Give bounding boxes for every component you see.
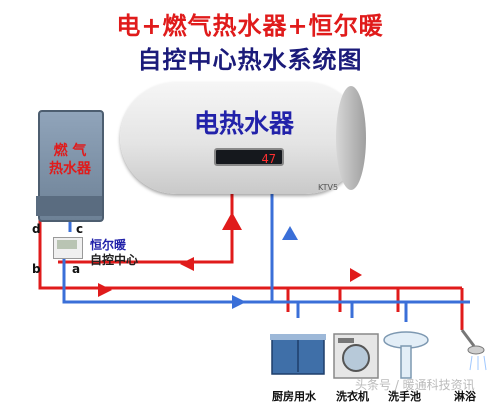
diagram-title-line2: 自控中心热水系统图: [137, 46, 363, 74]
fixture-label-shower: 淋浴: [454, 390, 476, 403]
watermark: 头条号 / 暖通科技资讯: [355, 378, 475, 392]
gas-heater-label-line2: 热水器: [49, 161, 91, 177]
port-b-label: b: [32, 262, 41, 276]
port-c-label: c: [76, 222, 84, 236]
gas-heater-connector-panel: [36, 196, 102, 216]
port-a-label: a: [72, 262, 81, 276]
control-center-screen: [57, 240, 77, 249]
flow-arrow-right: [98, 283, 112, 297]
diagram-title-line1: 电+燃气热水器+恒尔暖: [116, 12, 384, 40]
flow-arrow-up: [222, 212, 242, 230]
gas-heater-label-line1: 燃 气: [53, 143, 87, 159]
kitchen-cabinet-icon: [270, 334, 326, 375]
electric-heater-label: 电热水器: [194, 109, 295, 138]
control-center-label-line1: 恒尔暖: [90, 238, 127, 252]
shower-icon: [460, 329, 487, 371]
fixture-label-washer: 洗衣机: [336, 390, 369, 403]
temperature-display: 47: [214, 148, 284, 166]
washbasin-icon: [383, 331, 429, 379]
tank-brand-mark: KTV5: [318, 183, 339, 192]
hot-pipe-main: [38, 218, 462, 290]
fixture-label-kitchen: 厨房用水: [272, 390, 316, 403]
cold-pipe-main: [62, 258, 470, 304]
fixture-label-basin: 洗手池: [388, 390, 421, 403]
control-center-label-line2: 自控中心: [90, 253, 139, 267]
port-d-label: d: [32, 222, 41, 236]
electric-water-heater-tank: [120, 82, 362, 194]
flow-arrow-left: [180, 257, 194, 271]
tank-end-cap: [336, 86, 366, 190]
washing-machine-icon: [333, 333, 379, 379]
control-center-label: 恒尔暖 自控中心: [90, 238, 138, 268]
gas-heater-label: 燃 气 热水器: [40, 142, 100, 178]
